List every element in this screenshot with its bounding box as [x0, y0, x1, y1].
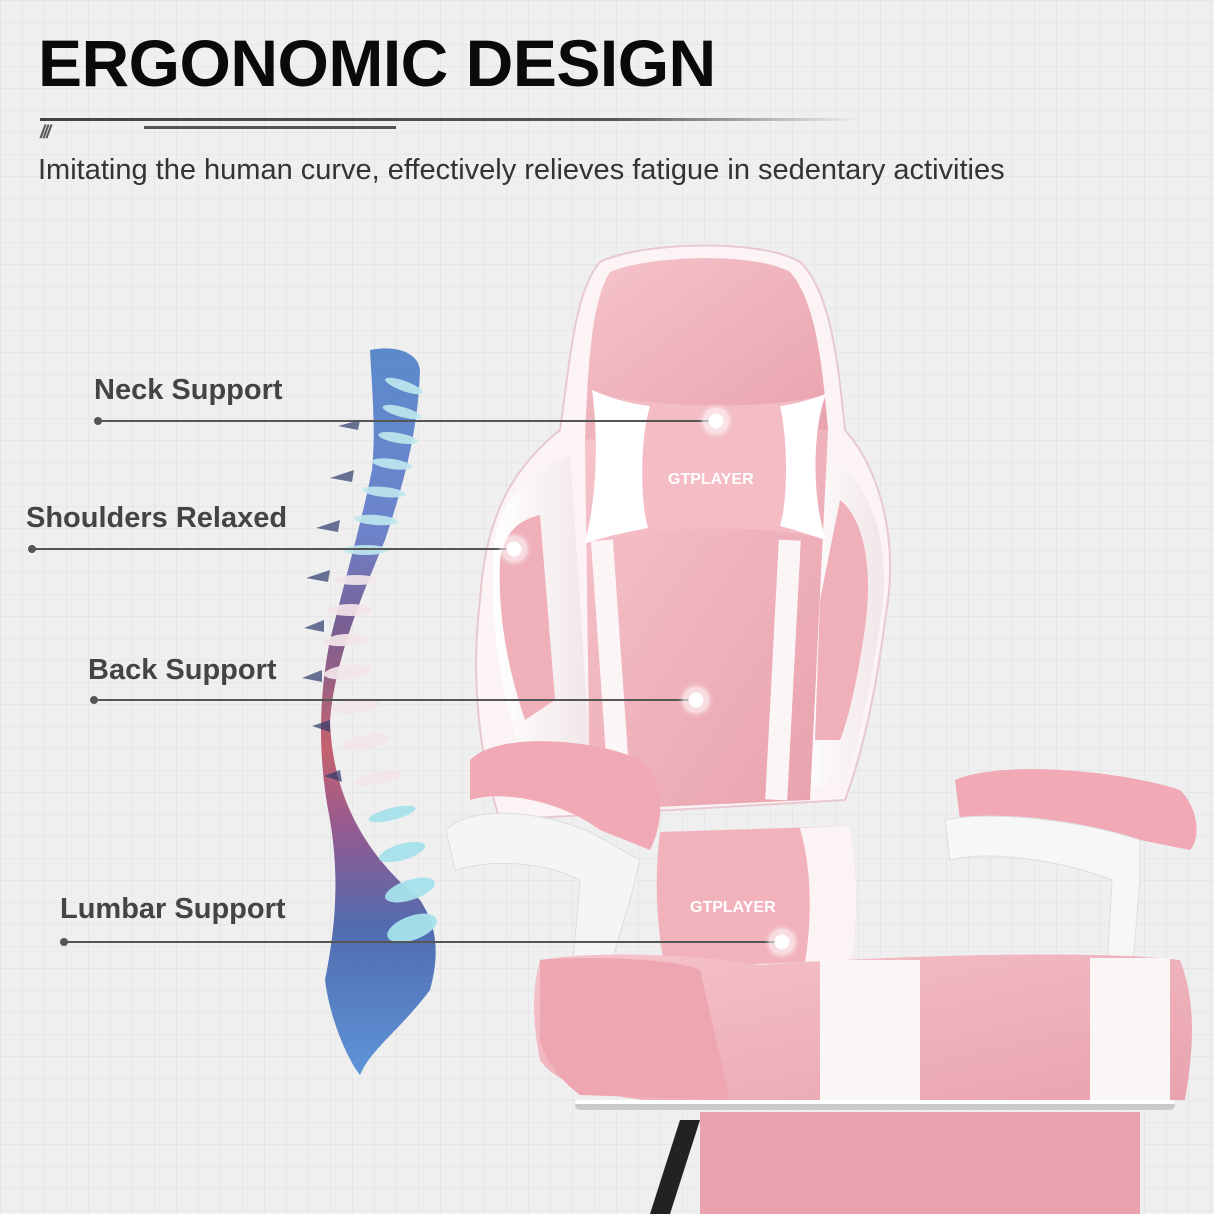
header-divider: [40, 118, 860, 121]
hotspot-shoulders: [501, 536, 527, 562]
leader-dot: [28, 545, 36, 553]
gaming-chair-illustration: [445, 244, 1197, 1214]
brand-logo-headrest: GTPLAYER: [668, 471, 754, 488]
hotspot-back: [683, 687, 709, 713]
brand-logo-lumbar: GTPLAYER: [690, 899, 776, 916]
callout-label-shoulders-relaxed: Shoulders Relaxed: [26, 502, 288, 534]
callout-leader-back: [90, 696, 696, 704]
callout-label-back-support: Back Support: [88, 654, 277, 686]
decorative-slashes: ///: [40, 122, 51, 142]
leader-dot: [94, 417, 102, 425]
hotspot-neck: [703, 408, 729, 434]
hotspot-lumbar: [769, 929, 795, 955]
callout-leader-lumbar: [60, 938, 782, 946]
leader-dot: [90, 696, 98, 704]
page-title: ERGONOMIC DESIGN: [38, 26, 716, 100]
subtitle: Imitating the human curve, effectively r…: [38, 154, 1005, 186]
callout-leader-shoulders: [28, 545, 514, 553]
callout-label-neck-support: Neck Support: [94, 374, 283, 406]
callout-leader-neck: [94, 417, 716, 425]
leader-dot: [60, 938, 68, 946]
callout-label-lumbar-support: Lumbar Support: [60, 893, 286, 925]
spine-illustration: [302, 348, 437, 1075]
header-accent-bar: [144, 126, 396, 129]
